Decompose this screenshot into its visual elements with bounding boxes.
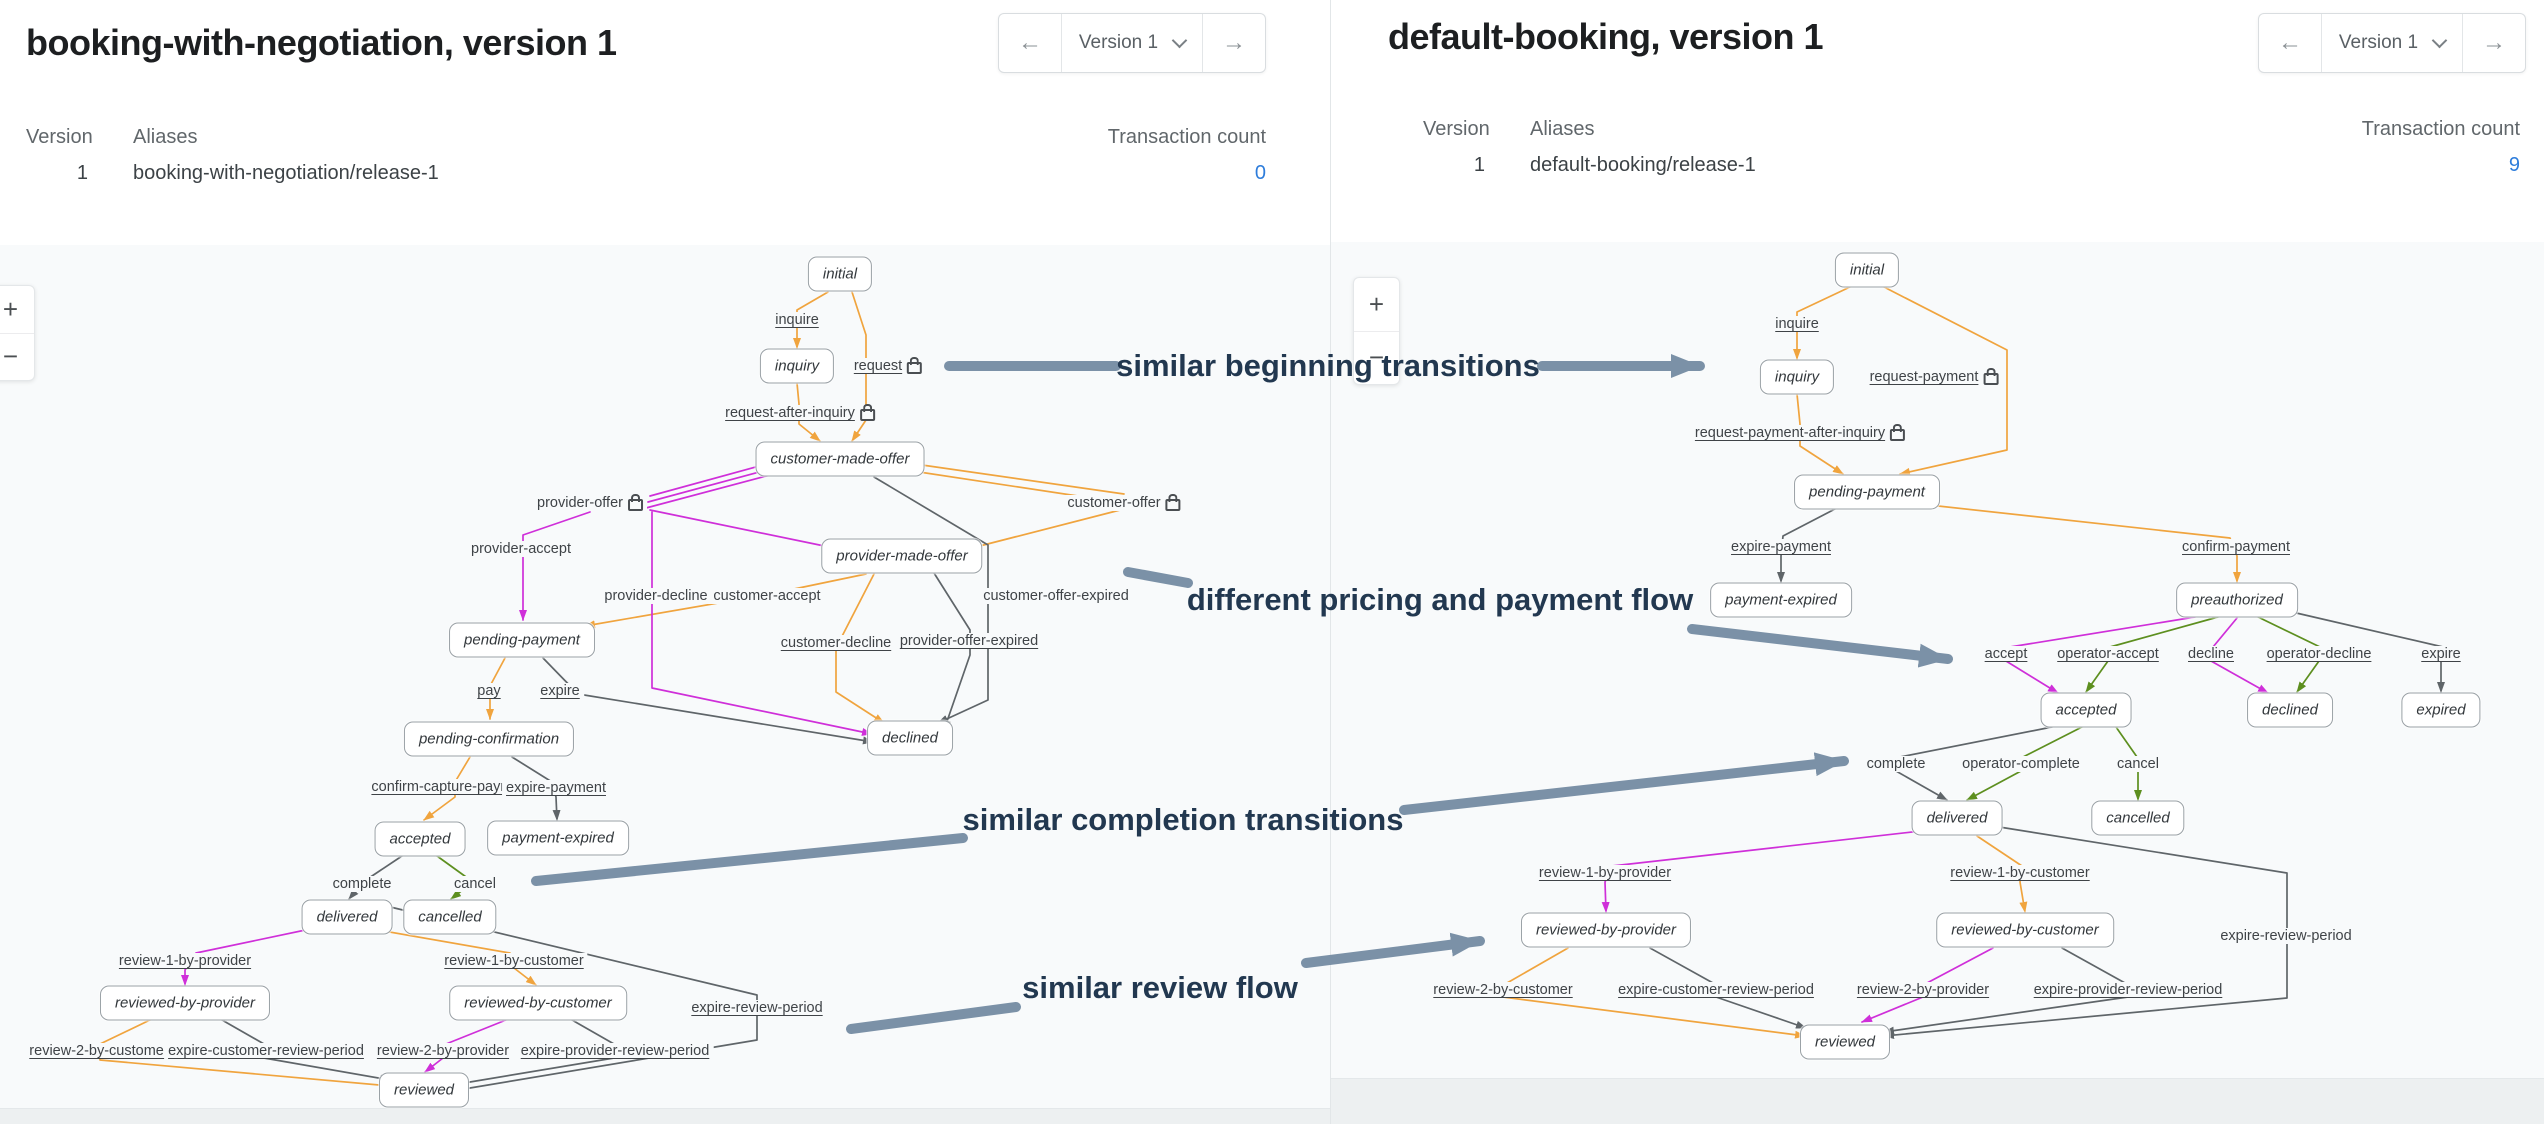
- annotation-text: different pricing and payment flow: [1186, 582, 1694, 617]
- annotation-text: similar review flow: [1022, 970, 1298, 1005]
- state-initial[interactable]: initial: [1834, 252, 1900, 288]
- right-col-aliases: Aliases: [1530, 118, 1595, 140]
- state-accepted[interactable]: accepted: [374, 821, 466, 857]
- left-version-prev-button[interactable]: ←: [1018, 29, 1042, 56]
- state-expired[interactable]: expired: [2401, 692, 2481, 728]
- state-declined[interactable]: declined: [2247, 692, 2333, 728]
- right-version-dropdown[interactable]: Version 1: [2321, 14, 2463, 72]
- left-page-title: booking-with-negotiation, version 1: [26, 22, 617, 63]
- state-inquiry[interactable]: inquiry: [1759, 359, 1835, 395]
- right-version-prev-button[interactable]: ←: [2278, 29, 2302, 56]
- left-row-alias: booking-with-negotiation/release-1: [133, 162, 439, 184]
- state-delivered[interactable]: delivered: [301, 899, 393, 935]
- right-version-next-button[interactable]: →: [2482, 29, 2506, 56]
- right-col-version: Version: [1423, 118, 1490, 140]
- right-page-title: default-booking, version 1: [1388, 16, 1824, 57]
- transition-label: customer-offer-expired: [983, 588, 1129, 604]
- state-reviewed[interactable]: reviewed: [1799, 1024, 1891, 1060]
- left-version-dropdown[interactable]: Version 1: [1061, 14, 1203, 72]
- right-row-count-link[interactable]: 9: [2508, 154, 2520, 176]
- transition-provider-offer[interactable]: provider-offer: [533, 494, 647, 511]
- left-col-count: Transaction count: [1107, 126, 1266, 148]
- transition-label: provider-offer: [537, 495, 623, 511]
- lock-icon: [1165, 494, 1181, 511]
- right-col-count: Transaction count: [2361, 118, 2520, 140]
- right-version-selector: ← Version 1 →: [2258, 13, 2526, 73]
- left-bottom-strip: [0, 1108, 1330, 1124]
- state-payment-expired[interactable]: payment-expired: [1710, 582, 1852, 618]
- left-zoom-in-button[interactable]: +: [2, 293, 19, 324]
- state-pending-payment[interactable]: pending-payment: [1794, 474, 1940, 510]
- right-version-value: Version 1: [2338, 32, 2419, 53]
- transition-customer-offer-expired[interactable]: customer-offer-expired: [979, 588, 1133, 604]
- state-inquiry[interactable]: inquiry: [759, 348, 835, 384]
- right-row-alias: default-booking/release-1: [1530, 154, 1756, 176]
- state-pending-payment[interactable]: pending-payment: [449, 622, 595, 658]
- state-accepted[interactable]: accepted: [2040, 692, 2132, 728]
- panel-divider: [1330, 0, 1331, 1124]
- right-row-version: 1: [1473, 154, 1485, 176]
- right-zoom-out-button[interactable]: −: [1354, 330, 1399, 385]
- left-row-count-link[interactable]: 0: [1254, 162, 1266, 184]
- right-zoom-in-button[interactable]: +: [1368, 288, 1385, 319]
- lock-icon: [627, 494, 643, 511]
- state-customer-made-offer[interactable]: customer-made-offer: [755, 441, 925, 477]
- left-zoom-controls: + −: [0, 285, 35, 381]
- transition-label: request-after-inquiry: [725, 405, 855, 421]
- left-row-version: 1: [76, 162, 88, 184]
- left-col-aliases: Aliases: [133, 126, 198, 148]
- left-zoom-out-button[interactable]: −: [0, 332, 34, 381]
- right-bottom-strip: [1331, 1078, 2544, 1124]
- left-version-value: Version 1: [1078, 32, 1159, 53]
- left-version-next-button[interactable]: →: [1222, 29, 1246, 56]
- state-initial[interactable]: initial: [807, 256, 873, 292]
- right-zoom-controls: + −: [1353, 277, 1400, 385]
- state-preauthorized[interactable]: preauthorized: [2176, 582, 2298, 618]
- lock-icon: [907, 357, 923, 374]
- annotation-text: similar beginning transitions: [1116, 348, 1540, 383]
- left-col-version: Version: [26, 126, 93, 148]
- annotation-text: similar completion transitions: [962, 802, 1404, 837]
- left-version-selector: ← Version 1 →: [998, 13, 1266, 73]
- state-reviewed-by-provider[interactable]: reviewed-by-provider: [1520, 912, 1692, 948]
